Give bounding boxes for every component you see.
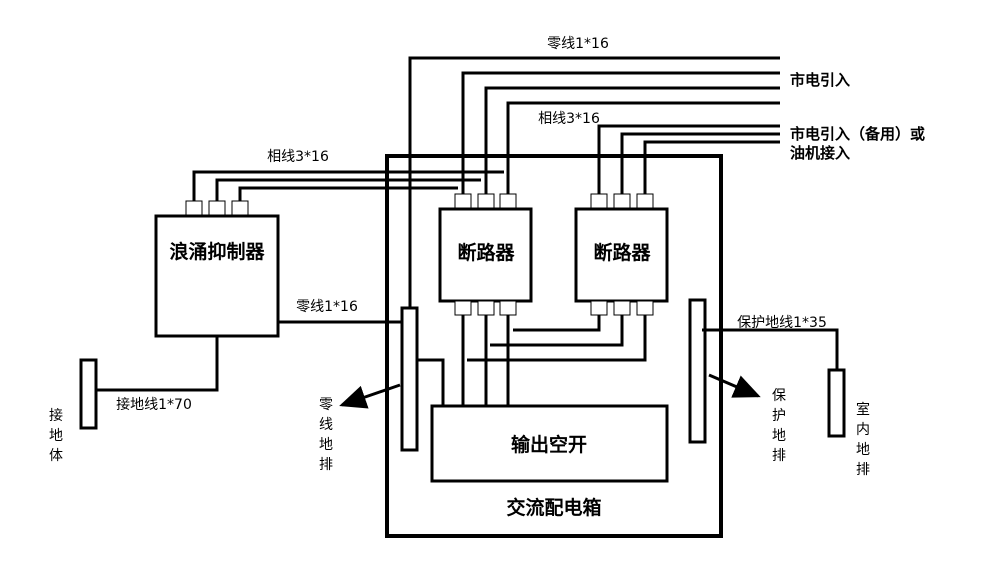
svg-text:排: 排 <box>319 457 333 473</box>
ground-wire-label: 接地线1*70 <box>116 396 192 413</box>
backup-input-label-2: 油机接入 <box>790 144 850 162</box>
svg-text:地: 地 <box>856 442 870 458</box>
surge-protector-label: 浪涌抑制器 <box>169 240 265 263</box>
pe-bar <box>688 298 707 444</box>
breaker-1-label: 断路器 <box>457 241 515 264</box>
surge-protector <box>154 214 280 338</box>
svg-text:排: 排 <box>772 448 786 464</box>
distribution-box <box>385 154 723 538</box>
surge-terminal <box>185 200 203 216</box>
svg-text:接: 接 <box>49 407 63 424</box>
distribution-box-label: 交流配电箱 <box>506 496 601 519</box>
mains-wires <box>408 56 780 310</box>
svg-text:室: 室 <box>856 401 870 418</box>
breaker-1 <box>438 193 533 316</box>
svg-text:排: 排 <box>856 462 870 478</box>
output-switch-label: 输出空开 <box>511 433 587 456</box>
indoor-ground-bar <box>827 368 846 438</box>
neutral-surge-label: 零线1*16 <box>296 299 358 315</box>
backup-input-label-1: 市电引入（备用）或 <box>790 125 925 143</box>
output-switch <box>430 404 669 483</box>
surge-terminal <box>231 200 249 216</box>
svg-text:保: 保 <box>772 388 786 404</box>
ground-body <box>79 358 98 430</box>
surge-phase-wires <box>192 170 504 201</box>
breaker-output-wires <box>413 315 647 406</box>
indoor-bar-label: 室 内 地 排 <box>856 401 870 478</box>
phase-mains-label: 相线3*16 <box>538 111 600 127</box>
surge-terminal <box>208 200 226 216</box>
svg-text:内: 内 <box>856 422 870 438</box>
phase-surge-label: 相线3*16 <box>267 149 329 165</box>
pe-bar-arrow <box>708 373 761 398</box>
breaker-2-label: 断路器 <box>593 241 651 264</box>
svg-text:零: 零 <box>319 397 333 413</box>
mains-input-label: 市电引入 <box>790 71 850 89</box>
svg-text:地: 地 <box>772 428 786 444</box>
pe-wire <box>702 328 839 370</box>
neutral-bar-label: 零 线 地 排 <box>319 397 333 473</box>
pe-bar-label: 保 护 地 排 <box>772 388 786 464</box>
svg-text:线: 线 <box>319 417 333 433</box>
svg-text:体: 体 <box>49 448 63 464</box>
ground-wire <box>96 336 219 392</box>
neutral-top-label: 零线1*16 <box>547 36 609 52</box>
neutral-bar <box>400 306 419 452</box>
svg-text:地: 地 <box>319 437 333 453</box>
pe-wire-label: 保护地线1*35 <box>737 315 827 331</box>
svg-text:地: 地 <box>49 428 63 444</box>
svg-text:护: 护 <box>772 408 786 424</box>
breaker-2 <box>574 193 669 316</box>
neutral-bar-arrow <box>339 383 401 409</box>
ground-body-label: 接 地 体 <box>49 407 63 464</box>
